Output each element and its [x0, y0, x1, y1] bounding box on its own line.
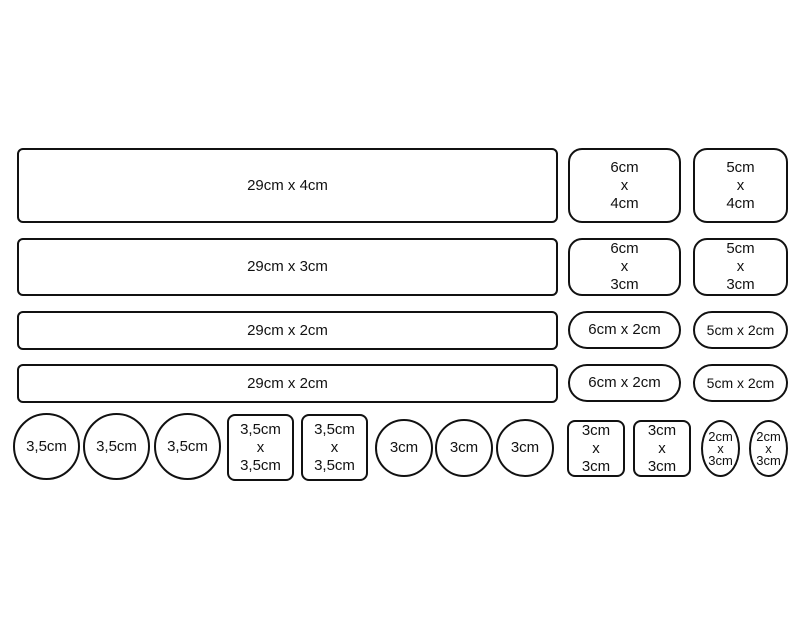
strip-29x3: 29cm x 3cm	[17, 238, 558, 296]
patch-5x4: 5cm x 4cm	[693, 148, 788, 223]
patch-5x2-first: 5cm x 2cm	[693, 311, 788, 349]
square-line: 3cm	[581, 421, 611, 439]
strip-29x2-first: 29cm x 2cm	[17, 311, 558, 350]
square-3-second: 3cm x 3cm	[633, 420, 691, 477]
square-line: 3,5cm	[240, 456, 281, 474]
strip-label: 29cm x 4cm	[247, 176, 328, 194]
patch-line: 4cm	[610, 194, 639, 212]
patch-line: 5cm	[726, 158, 755, 176]
square-line: x	[658, 439, 666, 457]
oval-line: 3cm	[708, 452, 733, 468]
square-3-first: 3cm x 3cm	[567, 420, 625, 477]
square-line: 3,5cm	[240, 420, 281, 438]
circle-35-first: 3,5cm	[13, 413, 80, 480]
patch-label: 5cm x 2cm	[706, 375, 775, 391]
circle-label: 3,5cm	[26, 437, 67, 455]
patch-6x2-second: 6cm x 2cm	[568, 364, 681, 402]
square-line: 3,5cm	[314, 456, 355, 474]
patch-label: 6cm x 2cm	[588, 374, 661, 391]
oval-line: 3cm	[756, 452, 781, 468]
patch-line: x	[620, 176, 629, 194]
patch-line: 6cm	[610, 158, 639, 176]
patch-6x3: 6cm x 3cm	[568, 238, 681, 296]
patch-line: 6cm	[610, 240, 639, 257]
circle-label: 3cm	[389, 439, 419, 456]
square-line: 3cm	[647, 421, 677, 439]
strip-label: 29cm x 2cm	[247, 321, 328, 339]
patch-6x2-first: 6cm x 2cm	[568, 311, 681, 349]
circle-35-second: 3,5cm	[83, 413, 150, 480]
circle-3-second: 3cm	[435, 419, 493, 477]
circle-label: 3cm	[510, 439, 540, 456]
circle-3-third: 3cm	[496, 419, 554, 477]
patch-5x2-second: 5cm x 2cm	[693, 364, 788, 402]
circle-label: 3,5cm	[96, 437, 137, 455]
patch-label: 5cm x 2cm	[706, 322, 775, 338]
oval-line: x	[717, 440, 724, 456]
strip-label: 29cm x 2cm	[247, 374, 328, 392]
patch-line: x	[736, 176, 745, 194]
patch-5x3: 5cm x 3cm	[693, 238, 788, 296]
oval-line: x	[765, 440, 772, 456]
oval-2x3-first: 2cm x 3cm	[701, 420, 740, 477]
patch-6x4: 6cm x 4cm	[568, 148, 681, 223]
square-line: x	[256, 438, 265, 456]
square-35-second: 3,5cm x 3,5cm	[301, 414, 368, 481]
oval-line: 2cm	[708, 428, 733, 444]
circle-label: 3cm	[449, 439, 479, 456]
patch-line: 4cm	[726, 194, 755, 212]
oval-2x3-second: 2cm x 3cm	[749, 420, 788, 477]
square-35-first: 3,5cm x 3,5cm	[227, 414, 294, 481]
strip-29x2-second: 29cm x 2cm	[17, 364, 558, 403]
patch-label: 6cm x 2cm	[588, 321, 661, 338]
patch-line: 3cm	[610, 276, 639, 293]
patch-line: 3cm	[726, 276, 755, 293]
patch-line: 5cm	[726, 240, 755, 257]
oval-line: 2cm	[756, 428, 781, 444]
patch-line: x	[620, 258, 629, 275]
square-line: 3,5cm	[314, 420, 355, 438]
circle-label: 3,5cm	[167, 437, 208, 455]
square-line: 3cm	[647, 457, 677, 475]
circle-3-first: 3cm	[375, 419, 433, 477]
strip-label: 29cm x 3cm	[247, 258, 328, 275]
square-line: x	[592, 439, 600, 457]
patch-line: x	[736, 258, 745, 275]
strip-29x4: 29cm x 4cm	[17, 148, 558, 223]
square-line: 3cm	[581, 457, 611, 475]
square-line: x	[330, 438, 339, 456]
circle-35-third: 3,5cm	[154, 413, 221, 480]
